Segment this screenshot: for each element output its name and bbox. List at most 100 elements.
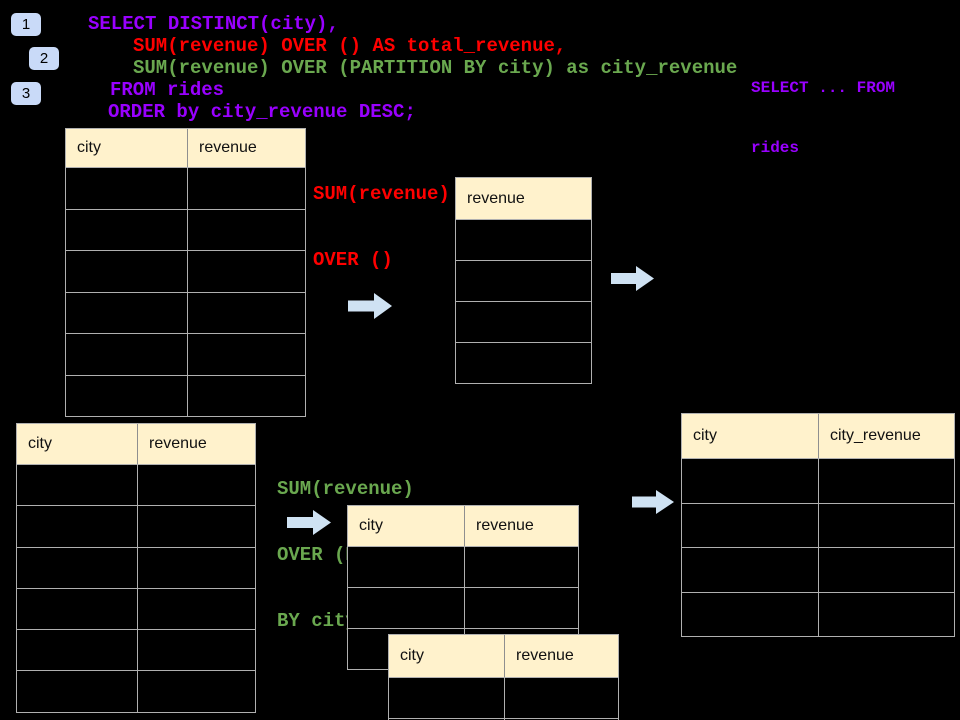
table-row (66, 167, 305, 209)
column-header: city_revenue (818, 414, 954, 458)
column-header: city (400, 647, 424, 664)
annotation-partition-line-1: SUM(revenue) (277, 478, 414, 500)
table-row (17, 587, 255, 630)
table-cell (17, 588, 137, 630)
table-row (17, 670, 255, 712)
column-header: city (28, 435, 52, 452)
table-cell (348, 547, 464, 587)
table-cell (17, 547, 137, 588)
column-header: city (359, 517, 383, 534)
table-cell (456, 343, 591, 383)
table-cell (137, 671, 255, 712)
table-cell (137, 588, 255, 630)
right-arrow-icon (611, 265, 655, 292)
table-cell (818, 548, 954, 592)
table-cell (504, 678, 618, 718)
table-row (682, 502, 954, 547)
table-row (456, 301, 591, 342)
sql-line-total-revenue: SUM(revenue) OVER () AS total_revenue, (133, 35, 567, 57)
table-cell (137, 506, 255, 547)
table-header-row: city revenue (66, 129, 305, 167)
table-row (17, 629, 255, 671)
annotation-total-revenue: SUM(revenue) OVER () (313, 139, 450, 315)
step-badge-2: 2 (29, 47, 59, 70)
table-row (66, 208, 305, 250)
table-cell (682, 503, 818, 547)
sql-line-city-revenue: SUM(revenue) OVER (PARTITION BY city) as… (133, 57, 738, 79)
table-row (348, 546, 578, 587)
table-header-row: city revenue (348, 506, 578, 546)
table-cell (682, 459, 818, 503)
column-header: revenue (187, 129, 305, 167)
step-badge-1: 1 (11, 13, 41, 36)
table-cell (187, 292, 305, 333)
table-row (682, 547, 954, 592)
table-cell (17, 465, 137, 506)
step-badge-3: 3 (11, 82, 41, 105)
table-cell (66, 334, 187, 375)
annotation-total-line-2: OVER () (313, 249, 393, 271)
table-header-row: city city_revenue (682, 414, 954, 458)
sql-line-from: FROM rides (110, 79, 225, 101)
table-header-row: revenue (456, 178, 591, 219)
corner-note-line-1: SELECT ... FROM (751, 79, 896, 97)
table-cell (66, 292, 187, 333)
table-cell (682, 592, 818, 636)
table-source-rides-bottom: city revenue (16, 423, 256, 713)
column-header: city (693, 427, 717, 444)
table-header-row: city revenue (17, 424, 255, 464)
table-row (456, 260, 591, 301)
table-row (456, 342, 591, 383)
right-arrow-icon (632, 489, 675, 515)
table-cell (456, 261, 591, 301)
table-cell (818, 459, 954, 503)
table-cell (187, 168, 305, 209)
column-header: revenue (464, 506, 578, 546)
column-header: revenue (137, 424, 255, 464)
table-row (66, 374, 305, 416)
table-cell (137, 630, 255, 671)
table-row (456, 219, 591, 260)
table-row (66, 333, 305, 375)
table-source-rides-top: city revenue (65, 128, 306, 417)
table-row (17, 505, 255, 547)
table-row (17, 464, 255, 506)
table-cell (187, 209, 305, 250)
table-cell (66, 375, 187, 416)
table-cell (66, 168, 187, 209)
table-cell (818, 592, 954, 636)
corner-note: SELECT ... FROM rides (751, 38, 895, 198)
table-cell (66, 251, 187, 292)
sql-line-select: SELECT DISTINCT(city), (88, 13, 339, 35)
table-row (389, 677, 618, 718)
table-city-revenue-result: city city_revenue (681, 413, 955, 637)
table-row (682, 591, 954, 636)
table-cell (17, 671, 137, 712)
table-cell (137, 547, 255, 588)
table-cell (818, 503, 954, 547)
table-row (348, 587, 578, 628)
table-cell (348, 588, 464, 628)
column-header: revenue (467, 189, 525, 207)
table-row (66, 291, 305, 333)
table-row (17, 546, 255, 588)
annotation-total-line-1: SUM(revenue) (313, 183, 450, 205)
right-arrow-icon (287, 509, 332, 536)
table-cell (456, 302, 591, 342)
table-cell (682, 548, 818, 592)
table-row (682, 458, 954, 503)
sql-line-order-by: ORDER by city_revenue DESC; (108, 101, 416, 123)
table-cell (456, 220, 591, 260)
table-cell (464, 588, 578, 628)
table-cell (66, 209, 187, 250)
column-header: city (77, 139, 101, 156)
table-row (66, 250, 305, 292)
table-cell (17, 630, 137, 671)
table-cell (17, 506, 137, 547)
table-cell (137, 465, 255, 506)
table-cell (187, 375, 305, 416)
table-cell (187, 334, 305, 375)
